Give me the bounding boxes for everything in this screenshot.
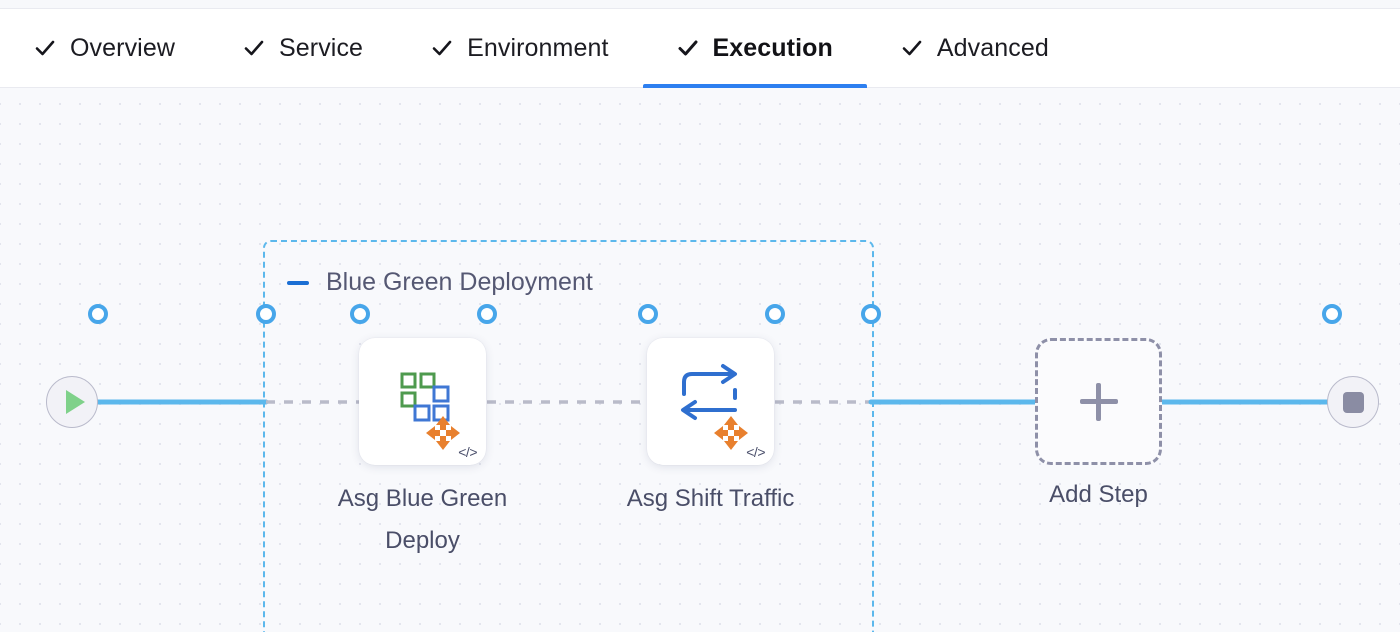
tab-execution[interactable]: Execution <box>642 8 868 89</box>
pipeline-start-node[interactable] <box>46 376 98 428</box>
tab-advanced[interactable]: Advanced <box>867 8 1083 88</box>
connector-dot-step2-in[interactable] <box>638 304 658 324</box>
tab-overview[interactable]: Overview <box>0 8 209 88</box>
check-icon <box>901 37 923 59</box>
tab-label: Execution <box>712 33 833 62</box>
check-icon <box>431 37 453 59</box>
code-badge-icon: </> <box>458 444 477 460</box>
connector-dot-step2-out[interactable] <box>765 304 785 324</box>
stop-icon <box>1342 391 1364 413</box>
tab-label: Service <box>279 33 364 62</box>
connector-dot-end[interactable] <box>1322 304 1342 324</box>
stage-group-blue-green-deployment[interactable]: Blue Green Deployment <box>263 240 874 632</box>
connector-dot-step1-in[interactable] <box>350 304 370 324</box>
pipeline-tab-bar: Overview Service Environment Execution A <box>0 8 1400 89</box>
pipeline-end-node[interactable] <box>1327 376 1379 428</box>
add-step-button[interactable] <box>1035 338 1162 465</box>
connector-dot-start[interactable] <box>88 304 108 324</box>
tab-label: Overview <box>70 33 175 62</box>
step-node-asg-shift-traffic[interactable]: </> Asg Shift Traffic <box>627 338 794 512</box>
step-node-asg-blue-green-deploy[interactable]: </> Asg Blue Green Deploy <box>338 338 507 554</box>
code-badge-icon: </> <box>746 444 765 460</box>
pipeline-canvas[interactable]: Blue Green Deployment <box>0 88 1400 632</box>
asg-blue-green-deploy-icon <box>400 372 460 450</box>
top-strip <box>0 0 1400 8</box>
tab-environment[interactable]: Environment <box>397 8 642 88</box>
connector-dot-stage-exit[interactable] <box>861 304 881 324</box>
tab-label: Environment <box>467 33 609 62</box>
minus-icon[interactable] <box>287 280 309 285</box>
tab-label: Advanced <box>936 33 1049 62</box>
stage-title: Blue Green Deployment <box>326 268 593 296</box>
check-icon <box>34 37 56 59</box>
step-node-label: Asg Blue Green Deploy <box>337 485 508 554</box>
connector-dot-stage-entry[interactable] <box>256 304 276 324</box>
connector-dot-step1-out[interactable] <box>477 304 497 324</box>
tab-service[interactable]: Service <box>209 8 397 88</box>
plus-icon-vertical <box>1096 382 1101 421</box>
stage-header[interactable]: Blue Green Deployment <box>287 268 593 297</box>
connection-wires <box>95 399 1335 405</box>
check-icon <box>677 37 699 59</box>
step-node-label: Asg Shift Traffic <box>626 485 795 512</box>
add-step-label: Add Step <box>1049 481 1148 508</box>
check-icon <box>243 37 265 59</box>
play-icon <box>65 390 85 414</box>
asg-shift-traffic-icon <box>681 364 748 450</box>
